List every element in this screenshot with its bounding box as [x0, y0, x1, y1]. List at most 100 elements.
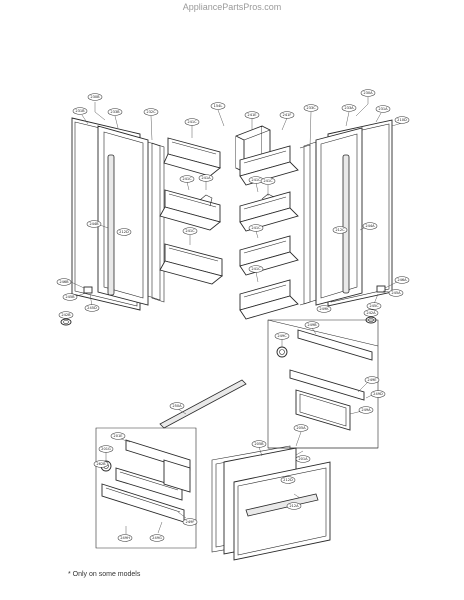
left-door-liner [97, 125, 149, 306]
callout-242a: 242A [363, 309, 379, 317]
callout-249f: 249F [182, 518, 198, 526]
divider-strip [159, 379, 247, 429]
callout-246a-text: 246A [397, 278, 407, 282]
right-rail-1 [297, 329, 373, 361]
callout-205a: 205A [293, 424, 309, 432]
callout-249h-text: 249H [120, 536, 130, 540]
callout-262b: 262B [93, 460, 109, 468]
callout-249g: 249G [149, 534, 165, 542]
callout-244b: 244B [86, 220, 102, 228]
callout-212d-text: 212D [119, 230, 129, 234]
callout-262b-text: 262B [96, 462, 106, 466]
callout-246b: 246B [56, 278, 72, 286]
callout-201a: 201A [295, 455, 311, 463]
callout-249a: 249A [358, 406, 374, 414]
callout-212a-text: 212A [289, 504, 299, 508]
callout-205b: 205B [251, 440, 267, 448]
callout-241c-1: 241C [184, 118, 200, 126]
callout-212a: 212A [286, 502, 302, 510]
callout-205b-text: 205B [254, 442, 264, 446]
callout-249c: 249C [274, 332, 290, 340]
drawer-panel [233, 461, 331, 561]
left-rail-assembly [95, 427, 197, 549]
callout-233a: 233A [341, 104, 357, 112]
callout-233b: 233B [107, 108, 123, 116]
callout-230b-text: 230B [90, 95, 100, 99]
left-rail-bracket [163, 459, 191, 493]
callout-labels: 230B 231B 233B 232C 154L 241E 241F 241C … [56, 89, 410, 542]
callout-245d-text: 245D [87, 306, 97, 310]
callout-241c-4-text: 241C [251, 178, 261, 182]
callout-233c-text: 233C [306, 106, 316, 110]
callout-250a: 250A [169, 402, 185, 410]
callout-212d-bottom-text: 212D [283, 478, 293, 482]
callout-230a-top-text: 230A [363, 91, 373, 95]
callout-249k-text: 249K [319, 307, 329, 311]
callout-249e-text: 249E [367, 378, 377, 382]
drawer-front-assembly [211, 431, 331, 561]
callout-245c: 245C [366, 302, 382, 310]
callout-242b-text: 242B [61, 313, 71, 317]
left-bin-3 [159, 243, 223, 285]
callout-245b: 245B [62, 293, 78, 301]
callout-232c-left-text: 232C [146, 110, 156, 114]
right-bin-4 [239, 279, 299, 320]
callout-241c-6-text: 241C [251, 226, 261, 230]
callout-242a-text: 242A [366, 311, 376, 315]
callout-244a: 244A [362, 222, 378, 230]
callout-244b-text: 244B [89, 222, 99, 226]
callout-245b-text: 245B [65, 295, 75, 299]
callout-249b: 249B [304, 321, 320, 329]
left-hinge [83, 286, 93, 294]
callout-231b-text: 231B [75, 109, 85, 113]
right-door-assembly [299, 97, 403, 324]
right-bin-3 [239, 235, 299, 276]
callout-249e: 249E [364, 376, 380, 384]
callout-249d: 249D [370, 390, 386, 398]
callout-245d: 245D [84, 304, 100, 312]
left-hinge-pin [60, 318, 72, 326]
callout-241c-2: 241C [179, 175, 195, 183]
callout-241c-7: 241C [248, 265, 264, 273]
callout-201e: 201E [110, 432, 126, 440]
callout-249k: 249K [316, 305, 332, 313]
callout-233a-text: 233A [344, 106, 354, 110]
callout-245a-text: 245A [391, 291, 401, 295]
callout-233b-text: 233B [110, 110, 120, 114]
callout-212c: 212C [332, 226, 348, 234]
left-bin-1 [163, 137, 221, 177]
callout-249g-text: 249G [152, 536, 162, 540]
callout-230a-top: 230A [360, 89, 376, 97]
left-rail-box [95, 427, 197, 549]
callout-246a: 246A [394, 276, 410, 284]
callout-241f-text: 241F [283, 113, 292, 117]
callout-249f-text: 249F [186, 520, 195, 524]
callout-241c-5-text: 241C [263, 179, 273, 183]
callout-205a-text: 205A [296, 426, 306, 430]
drawer-handle [245, 493, 319, 517]
callout-241c-3-text: 241C [185, 229, 195, 233]
callout-241c-6: 241C [248, 224, 264, 232]
right-rail-3 [295, 389, 351, 431]
callout-231a-text: 231A [378, 107, 388, 111]
callout-244a-text: 244A [365, 224, 375, 228]
site-watermark: AppliancePartsPros.com [182, 2, 282, 12]
callout-246b-text: 246B [59, 280, 69, 284]
callout-154l-text: 154L [214, 104, 223, 108]
callout-241c-2-text: 241C [182, 177, 192, 181]
left-door-gasket [147, 141, 161, 301]
right-rail-roller [276, 346, 288, 358]
callout-154l: 154L [210, 102, 226, 110]
right-door-bins [217, 109, 299, 320]
callout-210d-text: 210D [397, 118, 407, 122]
callout-201g: 201G [98, 445, 114, 453]
callout-201g-text: 201G [101, 447, 111, 451]
right-door-gasket [303, 141, 317, 305]
callout-249b-text: 249B [307, 323, 317, 327]
callout-230b: 230B [87, 93, 103, 101]
right-rail-assembly [267, 319, 379, 449]
callout-241c-3: 241C [182, 227, 198, 235]
callout-241a-text: 241A [201, 176, 211, 180]
callout-249a-text: 249A [361, 408, 371, 412]
callout-241e-top: 241E [244, 111, 260, 119]
